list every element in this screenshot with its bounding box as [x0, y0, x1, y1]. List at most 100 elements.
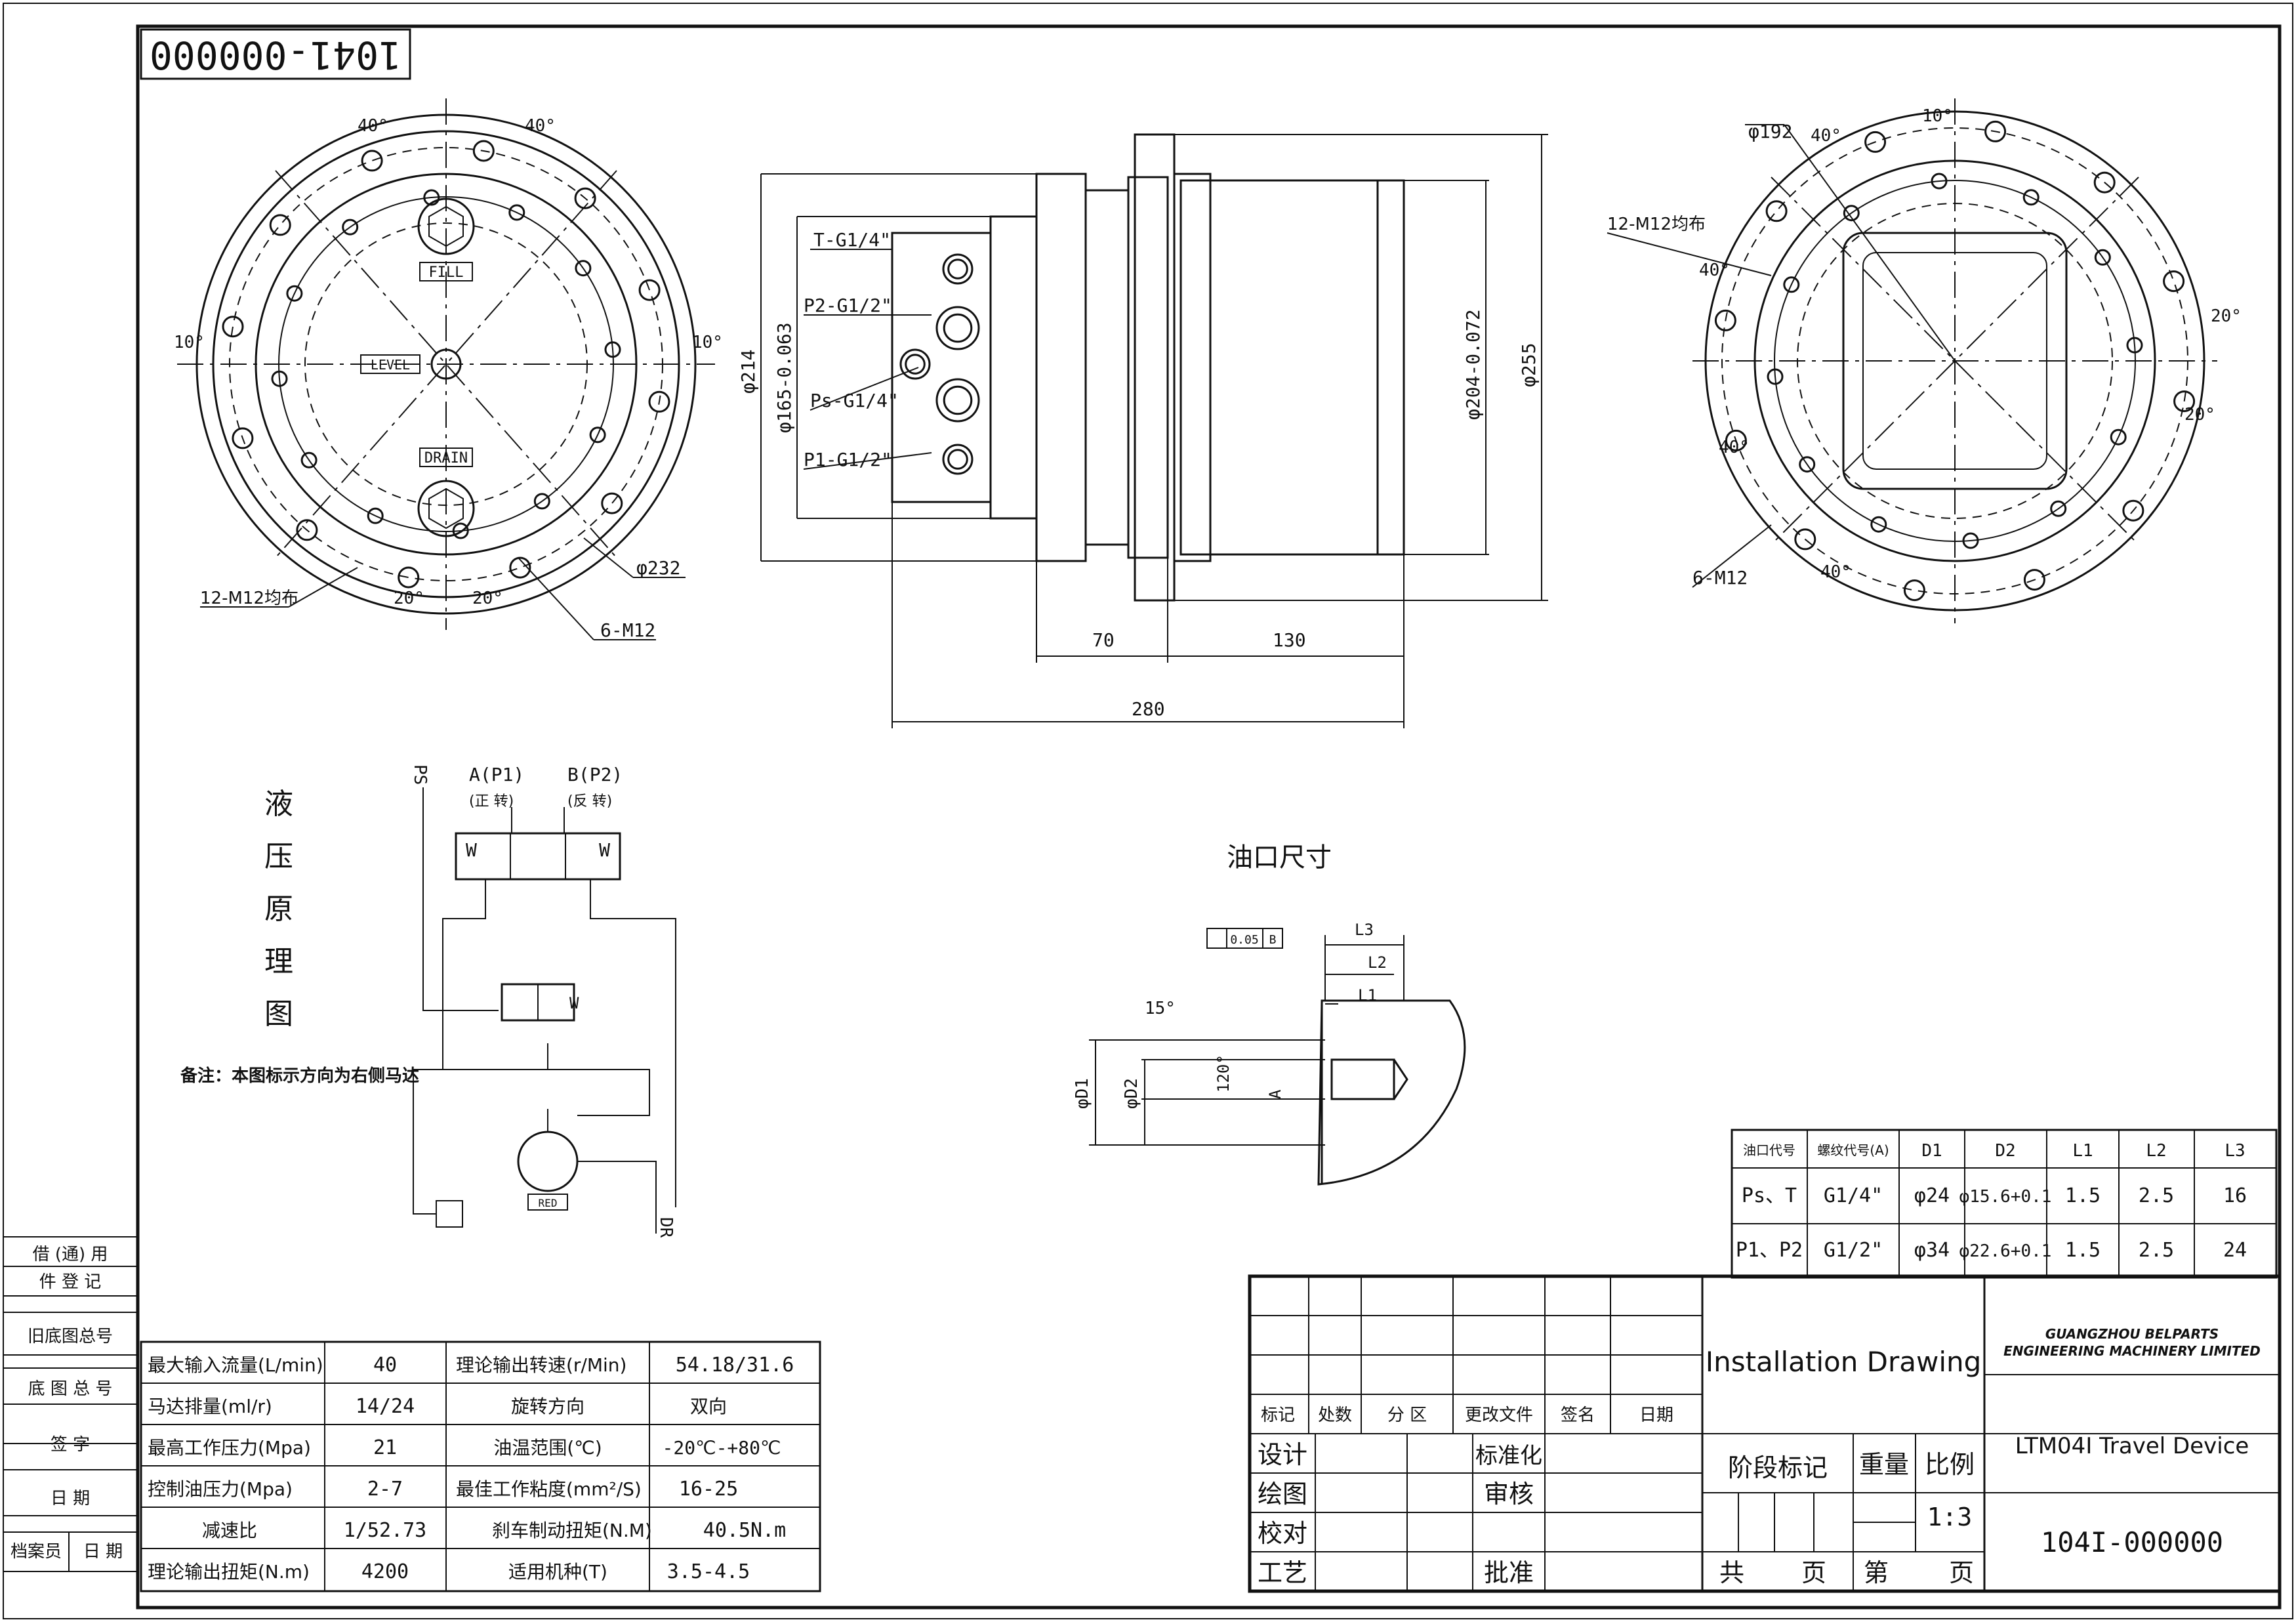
back-bolt-holes [1714, 120, 2196, 602]
bolt-hole [300, 451, 318, 468]
front-angle-20a: 20° [394, 589, 424, 608]
bolt-hole [342, 218, 359, 236]
front-bolt-holes-outer [222, 140, 670, 589]
bolt-hole [1765, 200, 1788, 222]
back-angle-20b: 20° [2184, 405, 2215, 425]
bolt-hole [1962, 532, 1979, 549]
bolt-hole [1931, 173, 1948, 190]
pt-r2-d1: φ34 [1914, 1239, 1950, 1262]
bolt-hole [222, 316, 244, 338]
port-circle [947, 449, 968, 470]
port-circle [942, 444, 974, 475]
dim-d165: φ165-0.063 [773, 322, 795, 433]
bolt-hole [1725, 429, 1747, 451]
bolt-hole [601, 492, 623, 514]
port-l1: L1 [1358, 986, 1377, 1005]
fill-plug: FILL [417, 198, 475, 281]
spec-r3-label2: 油温范围(℃) [493, 1437, 602, 1459]
lm-r6a: 档案员 [10, 1542, 62, 1562]
dim-d214: φ214 [737, 350, 759, 394]
tb-number: 104I-000000 [2041, 1526, 2223, 1558]
port-d2: φD2 [1122, 1078, 1141, 1109]
tb-role-standard: 标准化 [1475, 1443, 1542, 1469]
port-circle [943, 385, 973, 415]
back-bolts-6: 6-M12 [1692, 567, 1748, 589]
pt-r1-l2: 2.5 [2139, 1184, 2174, 1207]
spec-r2-value: 14/24 [356, 1395, 415, 1418]
bolt-hole [2122, 499, 2144, 522]
hyd-w3: W [569, 994, 579, 1012]
spec-r4-value: 2-7 [367, 1478, 403, 1501]
dim-l130: 130 [1273, 629, 1306, 651]
port-circle [942, 253, 974, 285]
drawing-number-text: 1041-000000 [150, 33, 401, 77]
back-angle-40a: 40° [1811, 126, 1841, 146]
hyd-dr: DR [656, 1217, 676, 1238]
pt-r1-d2: φ15.6+0.1 [1959, 1187, 2052, 1207]
hyd-port-a-sub: (正 转) [469, 793, 514, 810]
bolt-hole [361, 150, 383, 172]
spec-r1-value2: 54.18/31.6 [676, 1354, 794, 1377]
tb-rev-doc: 更改文件 [1465, 1405, 1533, 1425]
hyd-title-char-1: 液 [264, 787, 293, 821]
tb-scale-label: 比例 [1925, 1450, 1975, 1479]
port-d1: φD1 [1073, 1078, 1092, 1109]
bolt-hole [286, 285, 303, 302]
pt-r2-d2: φ22.6+0.1 [1959, 1241, 2052, 1261]
spec-r3-label: 最高工作压力(Mpa) [148, 1437, 311, 1459]
lm-r2: 旧底图总号 [28, 1327, 113, 1346]
spec-r2-value2: 双向 [690, 1396, 727, 1417]
front-angle-10-left: 10° [174, 333, 205, 352]
level-plug: LEVEL [360, 348, 462, 380]
pt-r1-l1: 1.5 [2065, 1184, 2101, 1207]
pt-r2-l1: 1.5 [2065, 1239, 2101, 1262]
level-label: LEVEL [371, 357, 410, 373]
bolt-hole [2022, 189, 2040, 206]
back-angle-40c: 40° [1719, 438, 1750, 457]
bolt-hole [2050, 500, 2067, 517]
tb-role-approve: 批准 [1484, 1558, 1534, 1587]
pt-h-l3: L3 [2224, 1141, 2245, 1161]
tb-company-2: ENGINEERING MACHINERY LIMITED [2003, 1343, 2261, 1359]
port-datum: B [1269, 933, 1277, 947]
hyd-port-b: B(P2) [567, 764, 623, 785]
front-view: FILL LEVEL DRAIN 40° 40° 10° 10° 20° 20°… [174, 98, 723, 641]
bolt-hole [575, 260, 592, 277]
spec-r4-label2: 最佳工作粘度(mm²/S) [456, 1478, 642, 1500]
pt-h-code: 油口代号 [1743, 1142, 1795, 1158]
pt-r1-code: Ps、T [1742, 1184, 1797, 1207]
back-angle-40b: 40° [1699, 260, 1730, 280]
drain-label: DRAIN [424, 450, 468, 467]
bolt-hole [398, 566, 420, 589]
spec-table: 最大输入流量(L/min) 40 理论输出转速(r/Min) 54.18/31.… [140, 1341, 821, 1592]
pt-h-l1: L1 [2072, 1141, 2093, 1161]
fill-label: FILL [429, 264, 464, 281]
bolt-hole [2173, 390, 2196, 413]
bolt-hole [2093, 171, 2116, 194]
bolt-hole [1767, 368, 1784, 385]
tb-scale: 1:3 [1927, 1503, 1973, 1531]
hyd-ps: PS [410, 764, 430, 785]
spec-r6-label2: 适用机种(T) [508, 1561, 607, 1583]
port-detail: 油口尺寸 0.05 B φD1 φD2 A 15° 120° L3 L2 L1 [1073, 842, 1466, 1186]
pt-r2-thread: G1/2" [1824, 1239, 1883, 1262]
bolt-hole [1984, 120, 2007, 142]
dim-l70: 70 [1092, 629, 1115, 651]
tb-drawing-title: Installation Drawing [1706, 1346, 1982, 1378]
port-section-body [1317, 999, 1466, 1186]
pt-r1-d1: φ24 [1914, 1184, 1950, 1207]
front-dia-232: φ232 [636, 557, 680, 579]
back-angle-40d: 40° [1820, 562, 1851, 582]
bolt-hole [589, 426, 606, 444]
bolt-hole [1714, 309, 1736, 331]
port-a: A [1266, 1089, 1284, 1099]
pt-r2-code: P1、P2 [1736, 1239, 1803, 1262]
bolt-hole [452, 522, 469, 539]
left-margin-registry: 借 (通) 用 件 登 记 旧底图总号 底 图 总 号 签 字 日 期 档案员 … [3, 1236, 138, 1572]
bolt-hole [367, 507, 384, 524]
port-circle [935, 378, 980, 423]
back-angle-10: 10° [1922, 106, 1953, 126]
lm-r6b: 日 期 [83, 1542, 123, 1562]
hyd-port-b-sub: (反 转) [567, 793, 612, 810]
side-view: T-G1/4" P2-G1/2" Ps-G1/4" P1-G1/2" φ214 … [737, 133, 1548, 728]
